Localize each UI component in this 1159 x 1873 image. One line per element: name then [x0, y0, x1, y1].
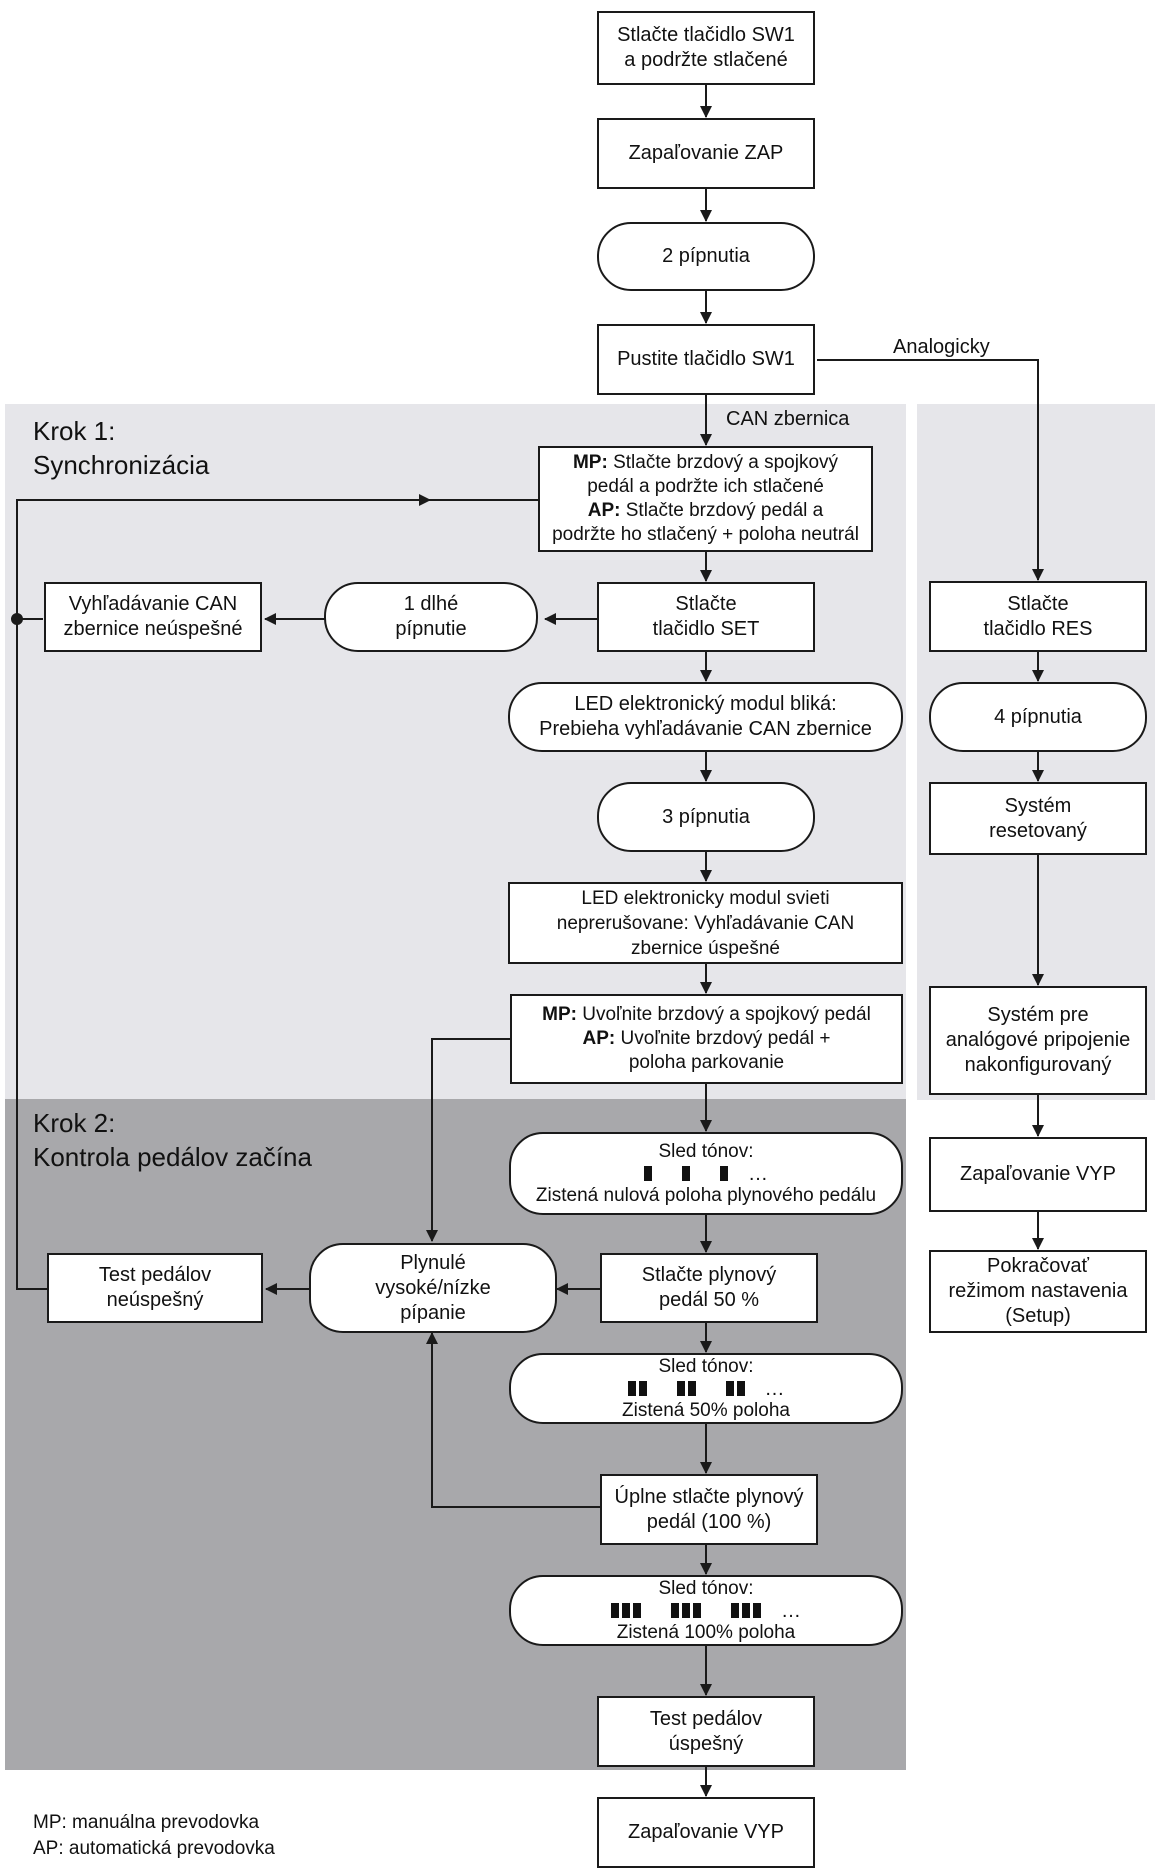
node-release-sw1: Pustite tlačidlo SW1 [597, 324, 815, 395]
legend-mp: MP: manuálna prevodovka [33, 1812, 260, 1833]
node-pedal-test-failed: Test pedálov neúspešný [47, 1253, 263, 1323]
node-system-reset: Systém resetovaný [929, 782, 1147, 855]
node-gas-100: Úplne stlačte plynový pedál (100 %) [600, 1474, 818, 1545]
edge-label-can: CAN zbernica [726, 408, 850, 430]
node-three-beeps: 3 pípnutia [597, 782, 815, 852]
node-system-analog: Systém pre analógové pripojenie nakonfig… [929, 986, 1147, 1095]
node-tone-zero: Sled tónov: … Zistená nulová poloha plyn… [509, 1132, 903, 1215]
legend-ap: AP: automatická prevodovka [33, 1838, 275, 1859]
edge-label-analog: Analogicky [893, 336, 990, 358]
node-setup-mode: Pokračovať režimom nastavenia (Setup) [929, 1250, 1147, 1333]
step1-label: Krok 1: Synchronizácia [33, 414, 209, 482]
node-four-beeps: 4 pípnutia [929, 682, 1147, 752]
node-press-pedals: MP: Stlačte brzdový a spojkový pedál a p… [538, 446, 873, 552]
node-release-pedals: MP: Uvoľnite brzdový a spojkový pedál AP… [510, 994, 903, 1084]
tone-pattern-double: … [627, 1378, 785, 1400]
node-press-set: Stlačte tlačidlo SET [597, 582, 815, 652]
node-ignition-off-main: Zapaľovanie VYP [597, 1797, 815, 1868]
node-press-res: Stlačte tlačidlo RES [929, 581, 1147, 652]
step2-label: Krok 2: Kontrola pedálov začína [33, 1106, 312, 1174]
node-led-steady: LED elektronicky modul svieti neprerušov… [508, 882, 903, 964]
node-gas-50: Stlačte plynový pedál 50 % [600, 1253, 818, 1323]
node-tone-100: Sled tónov: … Zistená 100% poloha [509, 1575, 903, 1646]
step2-number: Krok 2: [33, 1108, 116, 1138]
node-long-beep: 1 dlhé pípnutie [324, 582, 538, 652]
node-can-failed: Vyhľadávanie CAN zbernice neúspešné [44, 582, 262, 652]
step1-number: Krok 1: [33, 416, 116, 446]
step1-title: Synchronizácia [33, 450, 210, 480]
node-tone-50: Sled tónov: … Zistená 50% poloha [509, 1353, 903, 1424]
node-pedal-test-ok: Test pedálov úspešný [597, 1696, 815, 1767]
legend: MP: manuálna prevodovka AP: automatická … [33, 1810, 275, 1862]
node-press-sw1: Stlačte tlačidlo SW1 a podržte stlačené [597, 11, 815, 85]
node-ignition-on: Zapaľovanie ZAP [597, 118, 815, 189]
node-smooth-beep: Plynulé vysoké/nízke pípanie [309, 1243, 557, 1333]
tone-pattern-triple: … [611, 1600, 801, 1622]
step2-title: Kontrola pedálov začína [33, 1142, 312, 1172]
node-led-blinking: LED elektronický modul bliká: Prebieha v… [508, 682, 903, 752]
node-two-beeps: 2 pípnutia [597, 222, 815, 291]
node-ignition-off-right: Zapaľovanie VYP [929, 1137, 1147, 1212]
tone-pattern-single: … [644, 1163, 768, 1185]
